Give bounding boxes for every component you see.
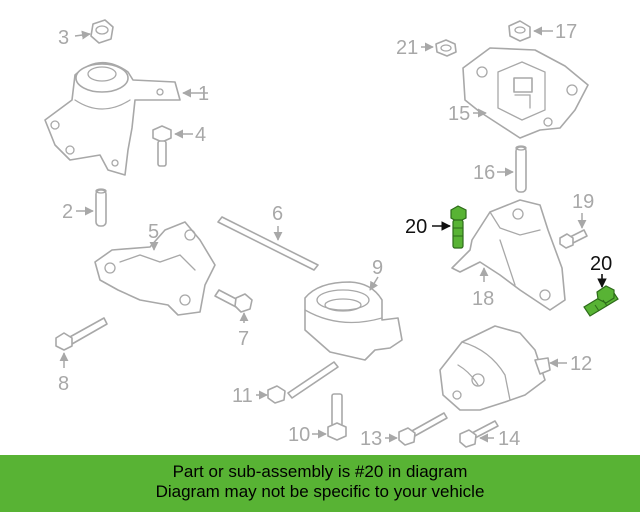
part-15-mount[interactable]: 15: [448, 47, 589, 139]
part-5-bracket[interactable]: 5: [94, 221, 216, 316]
part-3-nut[interactable]: 3: [58, 19, 114, 49]
part-18-bracket[interactable]: 18: [451, 199, 566, 311]
label-4: 4: [195, 124, 206, 146]
info-banner: Part or sub-assembly is #20 in diagram D…: [0, 455, 640, 512]
label-7: 7: [238, 328, 249, 350]
part-20-stud-left[interactable]: 20: [405, 205, 467, 249]
part-2-dowel[interactable]: 2: [62, 188, 107, 227]
label-19: 19: [572, 191, 594, 213]
label-10: 10: [288, 424, 310, 446]
label-15: 15: [448, 103, 470, 125]
part-4-bolt[interactable]: 4: [152, 124, 206, 167]
banner-line-1: Part or sub-assembly is #20 in diagram: [172, 462, 468, 481]
label-14: 14: [498, 428, 520, 450]
label-9: 9: [372, 257, 383, 279]
label-3: 3: [58, 27, 69, 49]
part-10-bolt[interactable]: 10: [288, 393, 347, 446]
part-9-mount[interactable]: 9: [304, 257, 403, 361]
label-2: 2: [62, 201, 73, 223]
part-21-nut[interactable]: 21: [396, 37, 457, 59]
label-17: 17: [555, 21, 577, 43]
banner-line-2: Diagram may not be specific to your vehi…: [155, 482, 485, 501]
part-19-bolt[interactable]: 19: [559, 191, 594, 249]
part-6-rod[interactable]: 6: [217, 203, 319, 271]
label-16: 16: [473, 162, 495, 184]
label-11: 11: [232, 385, 253, 407]
label-12: 12: [570, 353, 592, 375]
part-14-bolt[interactable]: 14: [459, 420, 520, 450]
part-12-mount[interactable]: 12: [439, 325, 592, 411]
part-13-bolt[interactable]: 13: [360, 412, 448, 450]
part-8-bolt[interactable]: 8: [55, 317, 108, 395]
part-16-dowel[interactable]: 16: [473, 145, 527, 193]
label-1: 1: [198, 83, 209, 105]
exploded-parts-diagram: 3 1 4 2 5 6: [44, 19, 619, 450]
label-20-left: 20: [405, 216, 427, 238]
part-20-stud-right[interactable]: 20: [583, 253, 619, 317]
label-20-right: 20: [590, 253, 612, 275]
label-21: 21: [396, 37, 418, 59]
part-11-bolt[interactable]: 11: [232, 361, 339, 407]
part-17-nut[interactable]: 17: [508, 20, 577, 43]
label-6: 6: [272, 203, 283, 225]
label-8: 8: [58, 373, 69, 395]
label-13: 13: [360, 428, 382, 450]
part-7-bolt[interactable]: 7: [214, 289, 253, 350]
part-1-engine-mount[interactable]: 1: [44, 61, 209, 176]
label-5: 5: [148, 221, 159, 243]
label-18: 18: [472, 288, 494, 310]
